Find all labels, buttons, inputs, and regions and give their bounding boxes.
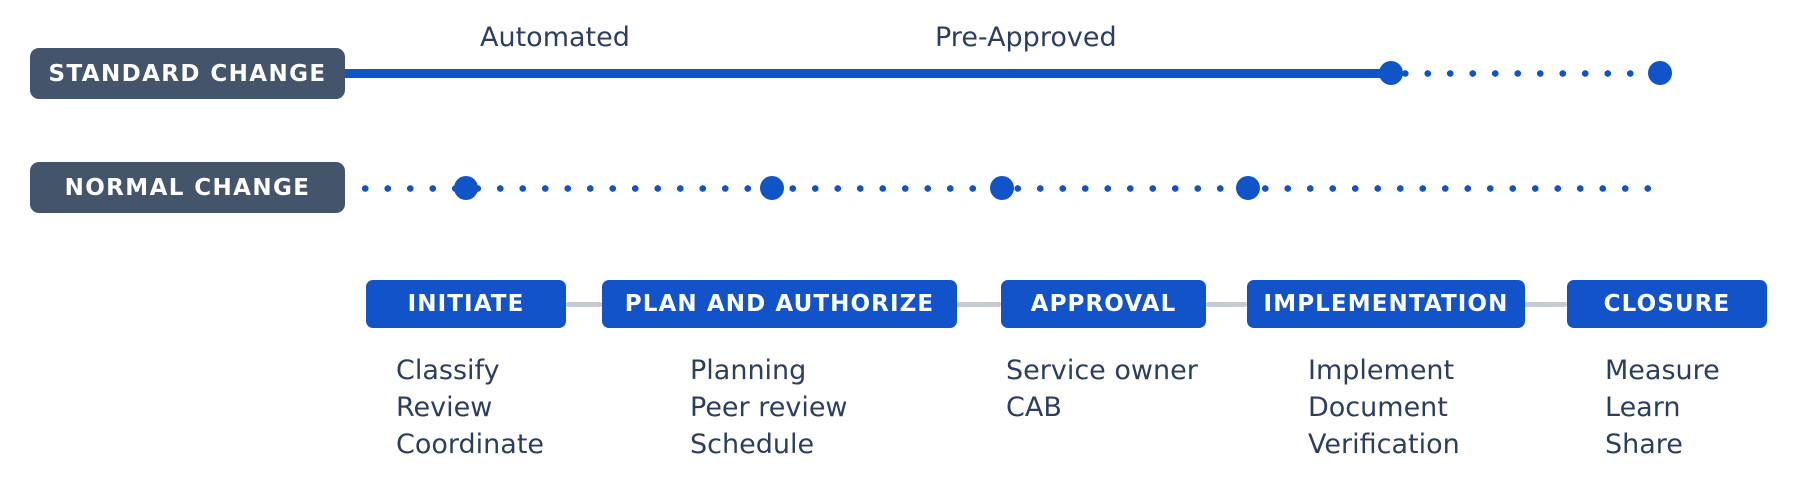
list-item: Measure — [1605, 355, 1720, 386]
list-item: Coordinate — [396, 429, 545, 460]
stage-list-approval: Service owner CAB — [1006, 352, 1198, 426]
list-item: Share — [1605, 429, 1683, 460]
list-item: Review — [396, 392, 493, 423]
standard-change-node-dot — [1379, 61, 1403, 85]
stage-box-initiate[interactable]: INITIATE — [366, 280, 566, 328]
list-item: Document — [1308, 392, 1448, 423]
list-item: Learn — [1605, 392, 1681, 423]
normal-change-node-dot-4 — [1236, 176, 1260, 200]
list-item: Planning — [690, 355, 807, 386]
stage-connector-2 — [957, 302, 1001, 307]
stage-connector-3 — [1206, 302, 1247, 307]
standard-change-dotted-line — [1394, 69, 1658, 78]
stage-connector-4 — [1525, 302, 1567, 307]
list-item: Implement — [1308, 355, 1455, 386]
stage-box-closure[interactable]: CLOSURE — [1567, 280, 1767, 328]
stage-box-implementation[interactable]: IMPLEMENTATION — [1247, 280, 1525, 328]
stage-row: INITIATE PLAN AND AUTHORIZE APPROVAL IMP… — [0, 280, 1798, 328]
stage-connector-1 — [566, 302, 602, 307]
standard-change-end-dot — [1648, 61, 1672, 85]
list-item: Verification — [1308, 429, 1460, 460]
list-item: Service owner — [1006, 355, 1198, 386]
list-item: Peer review — [690, 392, 848, 423]
stage-list-implementation: Implement Document Verification — [1308, 352, 1460, 463]
list-item: Classify — [396, 355, 500, 386]
stage-list-closure: Measure Learn Share — [1605, 352, 1720, 463]
list-item: Schedule — [690, 429, 815, 460]
normal-change-node-dot-1 — [454, 176, 478, 200]
normal-change-node-dot-3 — [990, 176, 1014, 200]
stage-box-plan-and-authorize[interactable]: PLAN AND AUTHORIZE — [602, 280, 957, 328]
track-label-normal-change: NORMAL CHANGE — [30, 162, 345, 213]
list-item: CAB — [1006, 392, 1062, 423]
stage-list-plan-and-authorize: Planning Peer review Schedule — [690, 352, 848, 463]
caption-pre-approved: Pre-Approved — [935, 22, 1117, 53]
caption-automated: Automated — [480, 22, 630, 53]
stage-list-initiate: Classify Review Coordinate — [396, 352, 544, 463]
standard-change-solid-line — [345, 69, 1391, 78]
normal-change-node-dot-2 — [760, 176, 784, 200]
stage-box-approval[interactable]: APPROVAL — [1001, 280, 1206, 328]
track-label-standard-change: STANDARD CHANGE — [30, 48, 345, 99]
